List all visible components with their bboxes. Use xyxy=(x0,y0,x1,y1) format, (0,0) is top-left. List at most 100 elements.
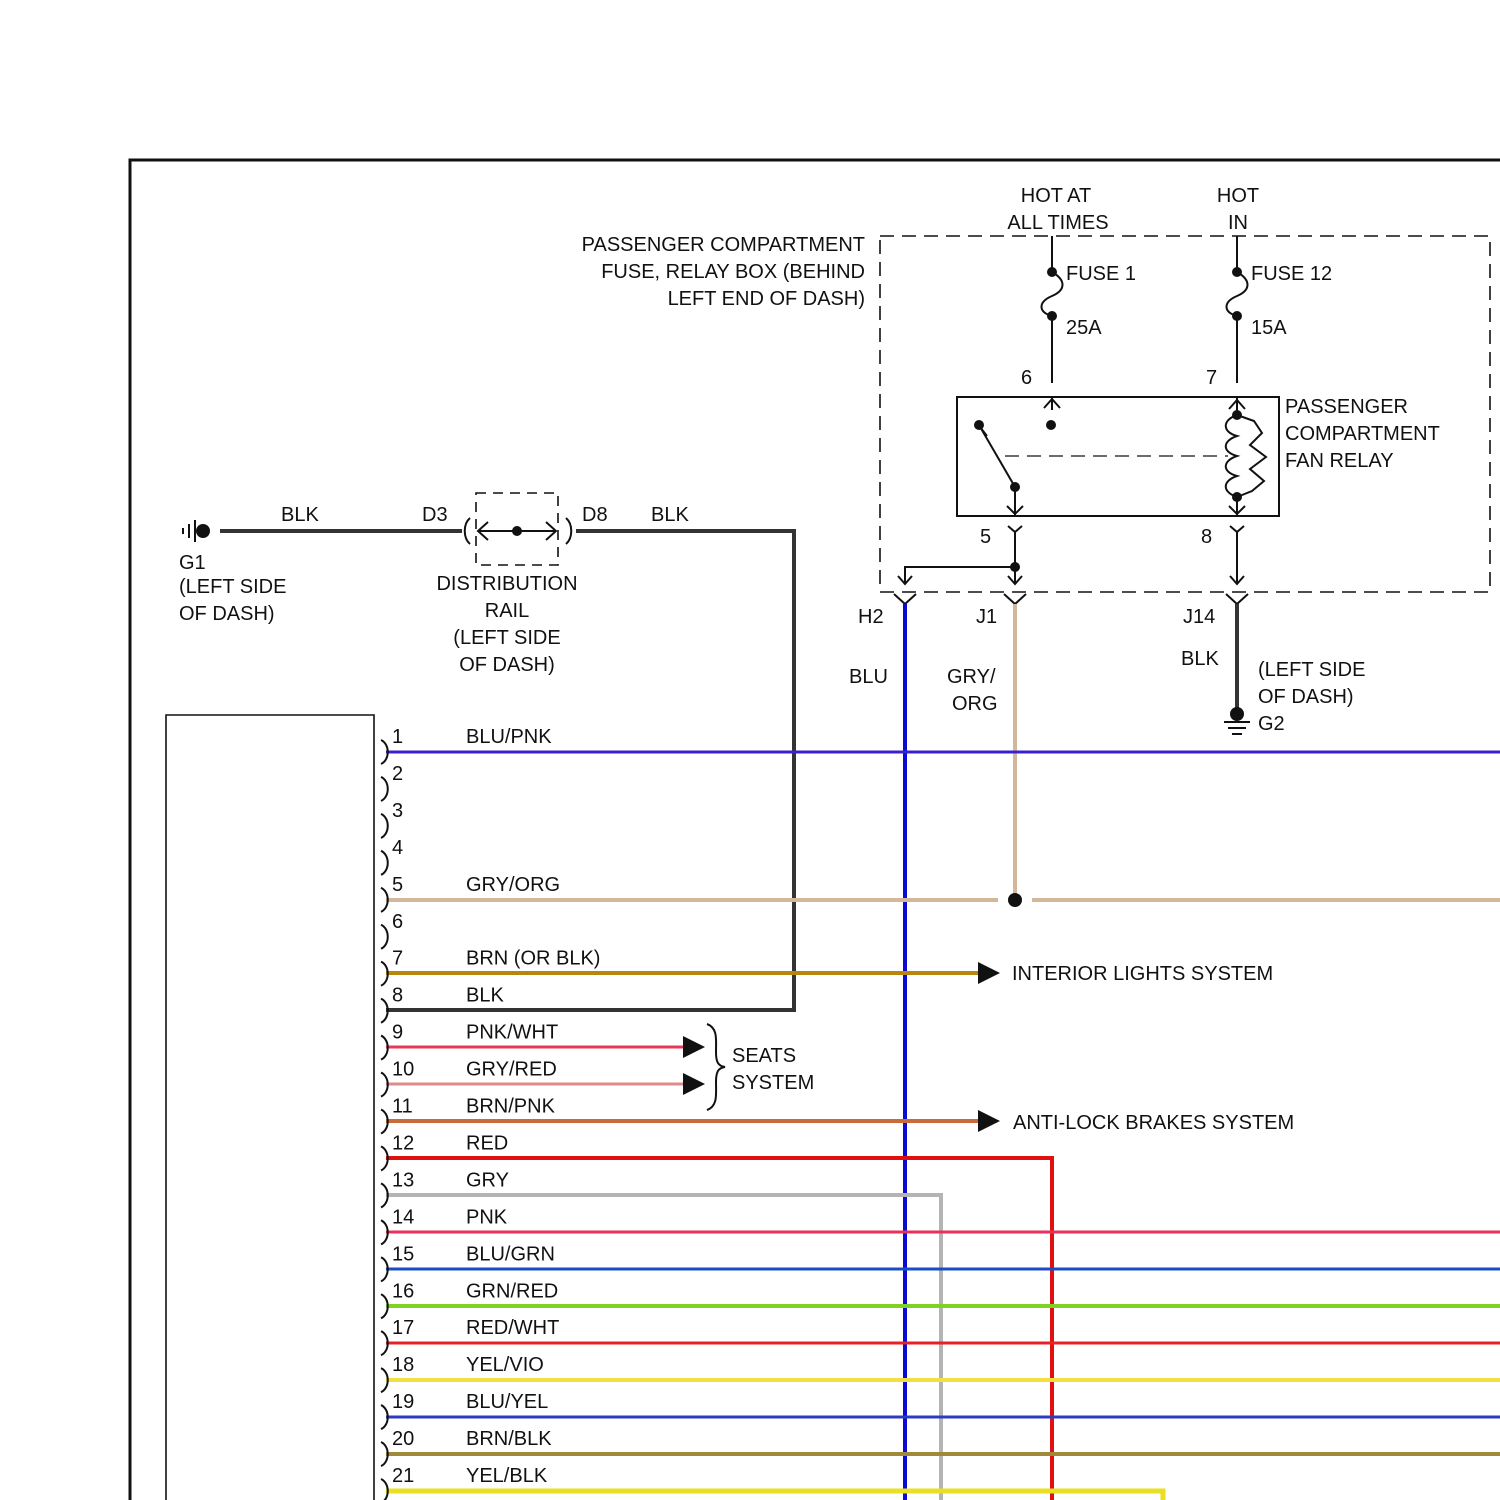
feed-hot-at-all-times-line-2: ALL TIMES xyxy=(1007,212,1108,234)
wire-label-blk-g2: BLK xyxy=(1181,648,1219,670)
fuse-1-name: FUSE 1 xyxy=(1066,263,1136,285)
connector-d3-label: D3 xyxy=(422,504,448,526)
fuse-1-symbol xyxy=(1042,236,1063,383)
system-abs: ANTI-LOCK BRAKES SYSTEM xyxy=(1013,1112,1294,1134)
fuse-12-rating: 15A xyxy=(1251,317,1287,339)
pin-number: 10 xyxy=(392,1059,414,1081)
page-frame xyxy=(130,160,1500,1500)
wire-label-blu: BLU xyxy=(849,666,888,688)
pin-wire-color-label: BLU/GRN xyxy=(466,1243,555,1265)
feed-hot-in-line-1: HOT xyxy=(1217,185,1259,207)
pin-wire-color-label: GRY/ORG xyxy=(466,874,560,896)
pin-number: 11 xyxy=(392,1096,413,1118)
pin-wire-color-label: YEL/BLK xyxy=(466,1465,548,1487)
pin-number: 9 xyxy=(392,1022,403,1044)
pin-receptacle xyxy=(381,925,388,949)
distribution-rail-symbol xyxy=(465,493,572,565)
pin-number: 12 xyxy=(392,1132,414,1154)
distribution-rail-label-line-4: OF DASH) xyxy=(459,654,555,676)
connector-h2-symbol xyxy=(894,594,916,604)
ground-g1-location-line-1: (LEFT SIDE xyxy=(179,576,286,598)
pin-receptacle xyxy=(381,777,388,801)
relay-output-wiring xyxy=(898,526,1244,584)
pin-number: 6 xyxy=(392,911,403,933)
connector-h2-label: H2 xyxy=(858,606,884,628)
pin-number: 20 xyxy=(392,1428,414,1450)
fuse-12-symbol xyxy=(1227,236,1248,383)
feed-hot-at-all-times-line-1: HOT AT xyxy=(1021,185,1091,207)
feed-hot-in-line-2: IN xyxy=(1228,212,1248,234)
component-body xyxy=(166,715,374,1500)
pin-number: 21 xyxy=(392,1465,414,1487)
pin-number: 8 xyxy=(392,985,403,1007)
pin-number: 7 xyxy=(392,948,403,970)
fuse-box-label-line-2: FUSE, RELAY BOX (BEHIND xyxy=(601,261,865,283)
fuse-box-label-line-3: LEFT END OF DASH) xyxy=(668,288,865,310)
fan-relay-label-line-1: PASSENGER xyxy=(1285,396,1408,418)
system-seats-line-2: SYSTEM xyxy=(732,1072,814,1094)
fuse-box-label-line-1: PASSENGER COMPARTMENT xyxy=(582,234,865,256)
pin-wire-color-label: BLU/PNK xyxy=(466,726,552,748)
relay-pin-5: 5 xyxy=(980,526,991,548)
relay-pin-8: 8 xyxy=(1201,526,1212,548)
pin-wire-color-label: BRN/BLK xyxy=(466,1428,552,1450)
fuse-1-rating: 25A xyxy=(1066,317,1102,339)
fan-relay-label-line-3: FAN RELAY xyxy=(1285,450,1394,472)
pin-number: 5 xyxy=(392,874,403,896)
connector-pins: 1BLU/PNK2345GRY/ORG67BRN (OR BLK)8BLK9PN… xyxy=(381,726,600,1500)
pin-number: 15 xyxy=(392,1243,414,1265)
ground-g2-symbol xyxy=(1224,604,1250,734)
pin-number: 3 xyxy=(392,800,403,822)
pin-number: 2 xyxy=(392,763,403,785)
pin-number: 1 xyxy=(392,726,403,748)
wire-label-gry-org-line-1: GRY/ xyxy=(947,666,996,688)
connector-j1-symbol xyxy=(1004,594,1026,604)
pin-number: 4 xyxy=(392,837,403,859)
pin-number: 18 xyxy=(392,1354,414,1376)
relay-pin-6: 6 xyxy=(1021,367,1032,389)
pin-number: 13 xyxy=(392,1169,414,1191)
connector-j14-label: J14 xyxy=(1183,606,1215,628)
fan-relay-label-line-2: COMPARTMENT xyxy=(1285,423,1440,445)
fan-relay-symbol xyxy=(957,397,1279,516)
wire-label-blk-g1: BLK xyxy=(281,504,319,526)
pin-wire-21 xyxy=(386,1491,1163,1500)
pin-wire-color-label: BRN/PNK xyxy=(466,1096,556,1118)
pin-wire-color-label: GRY/RED xyxy=(466,1059,557,1081)
ground-g1-name: G1 xyxy=(179,552,206,574)
seats-system-brace xyxy=(707,1024,725,1110)
pin-receptacle xyxy=(381,814,388,838)
pin-number: 14 xyxy=(392,1206,414,1228)
fuse-12-name: FUSE 12 xyxy=(1251,263,1332,285)
connector-d8-label: D8 xyxy=(582,504,608,526)
connector-j1-label: J1 xyxy=(976,606,997,628)
distribution-rail-label-line-2: RAIL xyxy=(485,600,529,622)
system-seats-line-1: SEATS xyxy=(732,1045,796,1067)
pin-wire-color-label: GRY xyxy=(466,1169,509,1191)
pin-number: 17 xyxy=(392,1317,414,1339)
system-interior-lights: INTERIOR LIGHTS SYSTEM xyxy=(1012,963,1273,985)
pin-wire-color-label: BRN (OR BLK) xyxy=(466,948,600,970)
pin-receptacle xyxy=(381,1479,388,1500)
ground-g1-symbol xyxy=(183,520,210,542)
pin-wire-color-label: BLU/YEL xyxy=(466,1391,548,1413)
pin-wire-color-label: RED/WHT xyxy=(466,1317,559,1339)
pin-number: 16 xyxy=(392,1280,414,1302)
pin-wire-color-label: YEL/VIO xyxy=(466,1354,544,1376)
pin-wire-color-label: PNK/WHT xyxy=(466,1022,558,1044)
ground-g2-location-line-2: OF DASH) xyxy=(1258,686,1354,708)
ground-g2-name: G2 xyxy=(1258,713,1285,735)
pin-wire-color-label: RED xyxy=(466,1132,508,1154)
pin-receptacle xyxy=(381,851,388,875)
wire-label-gry-org-line-2: ORG xyxy=(952,693,998,715)
pin-wire-color-label: GRN/RED xyxy=(466,1280,558,1302)
relay-pin-7: 7 xyxy=(1206,367,1217,389)
blk-ground-return-wire xyxy=(386,531,794,1010)
wire-label-blk-rail: BLK xyxy=(651,504,689,526)
pin-wire-color-label: PNK xyxy=(466,1206,508,1228)
ground-g2-location-line-1: (LEFT SIDE xyxy=(1258,659,1365,681)
distribution-rail-label-line-1: DISTRIBUTION xyxy=(436,573,577,595)
distribution-rail-label-line-3: (LEFT SIDE xyxy=(453,627,560,649)
ground-g1-location-line-2: OF DASH) xyxy=(179,603,275,625)
